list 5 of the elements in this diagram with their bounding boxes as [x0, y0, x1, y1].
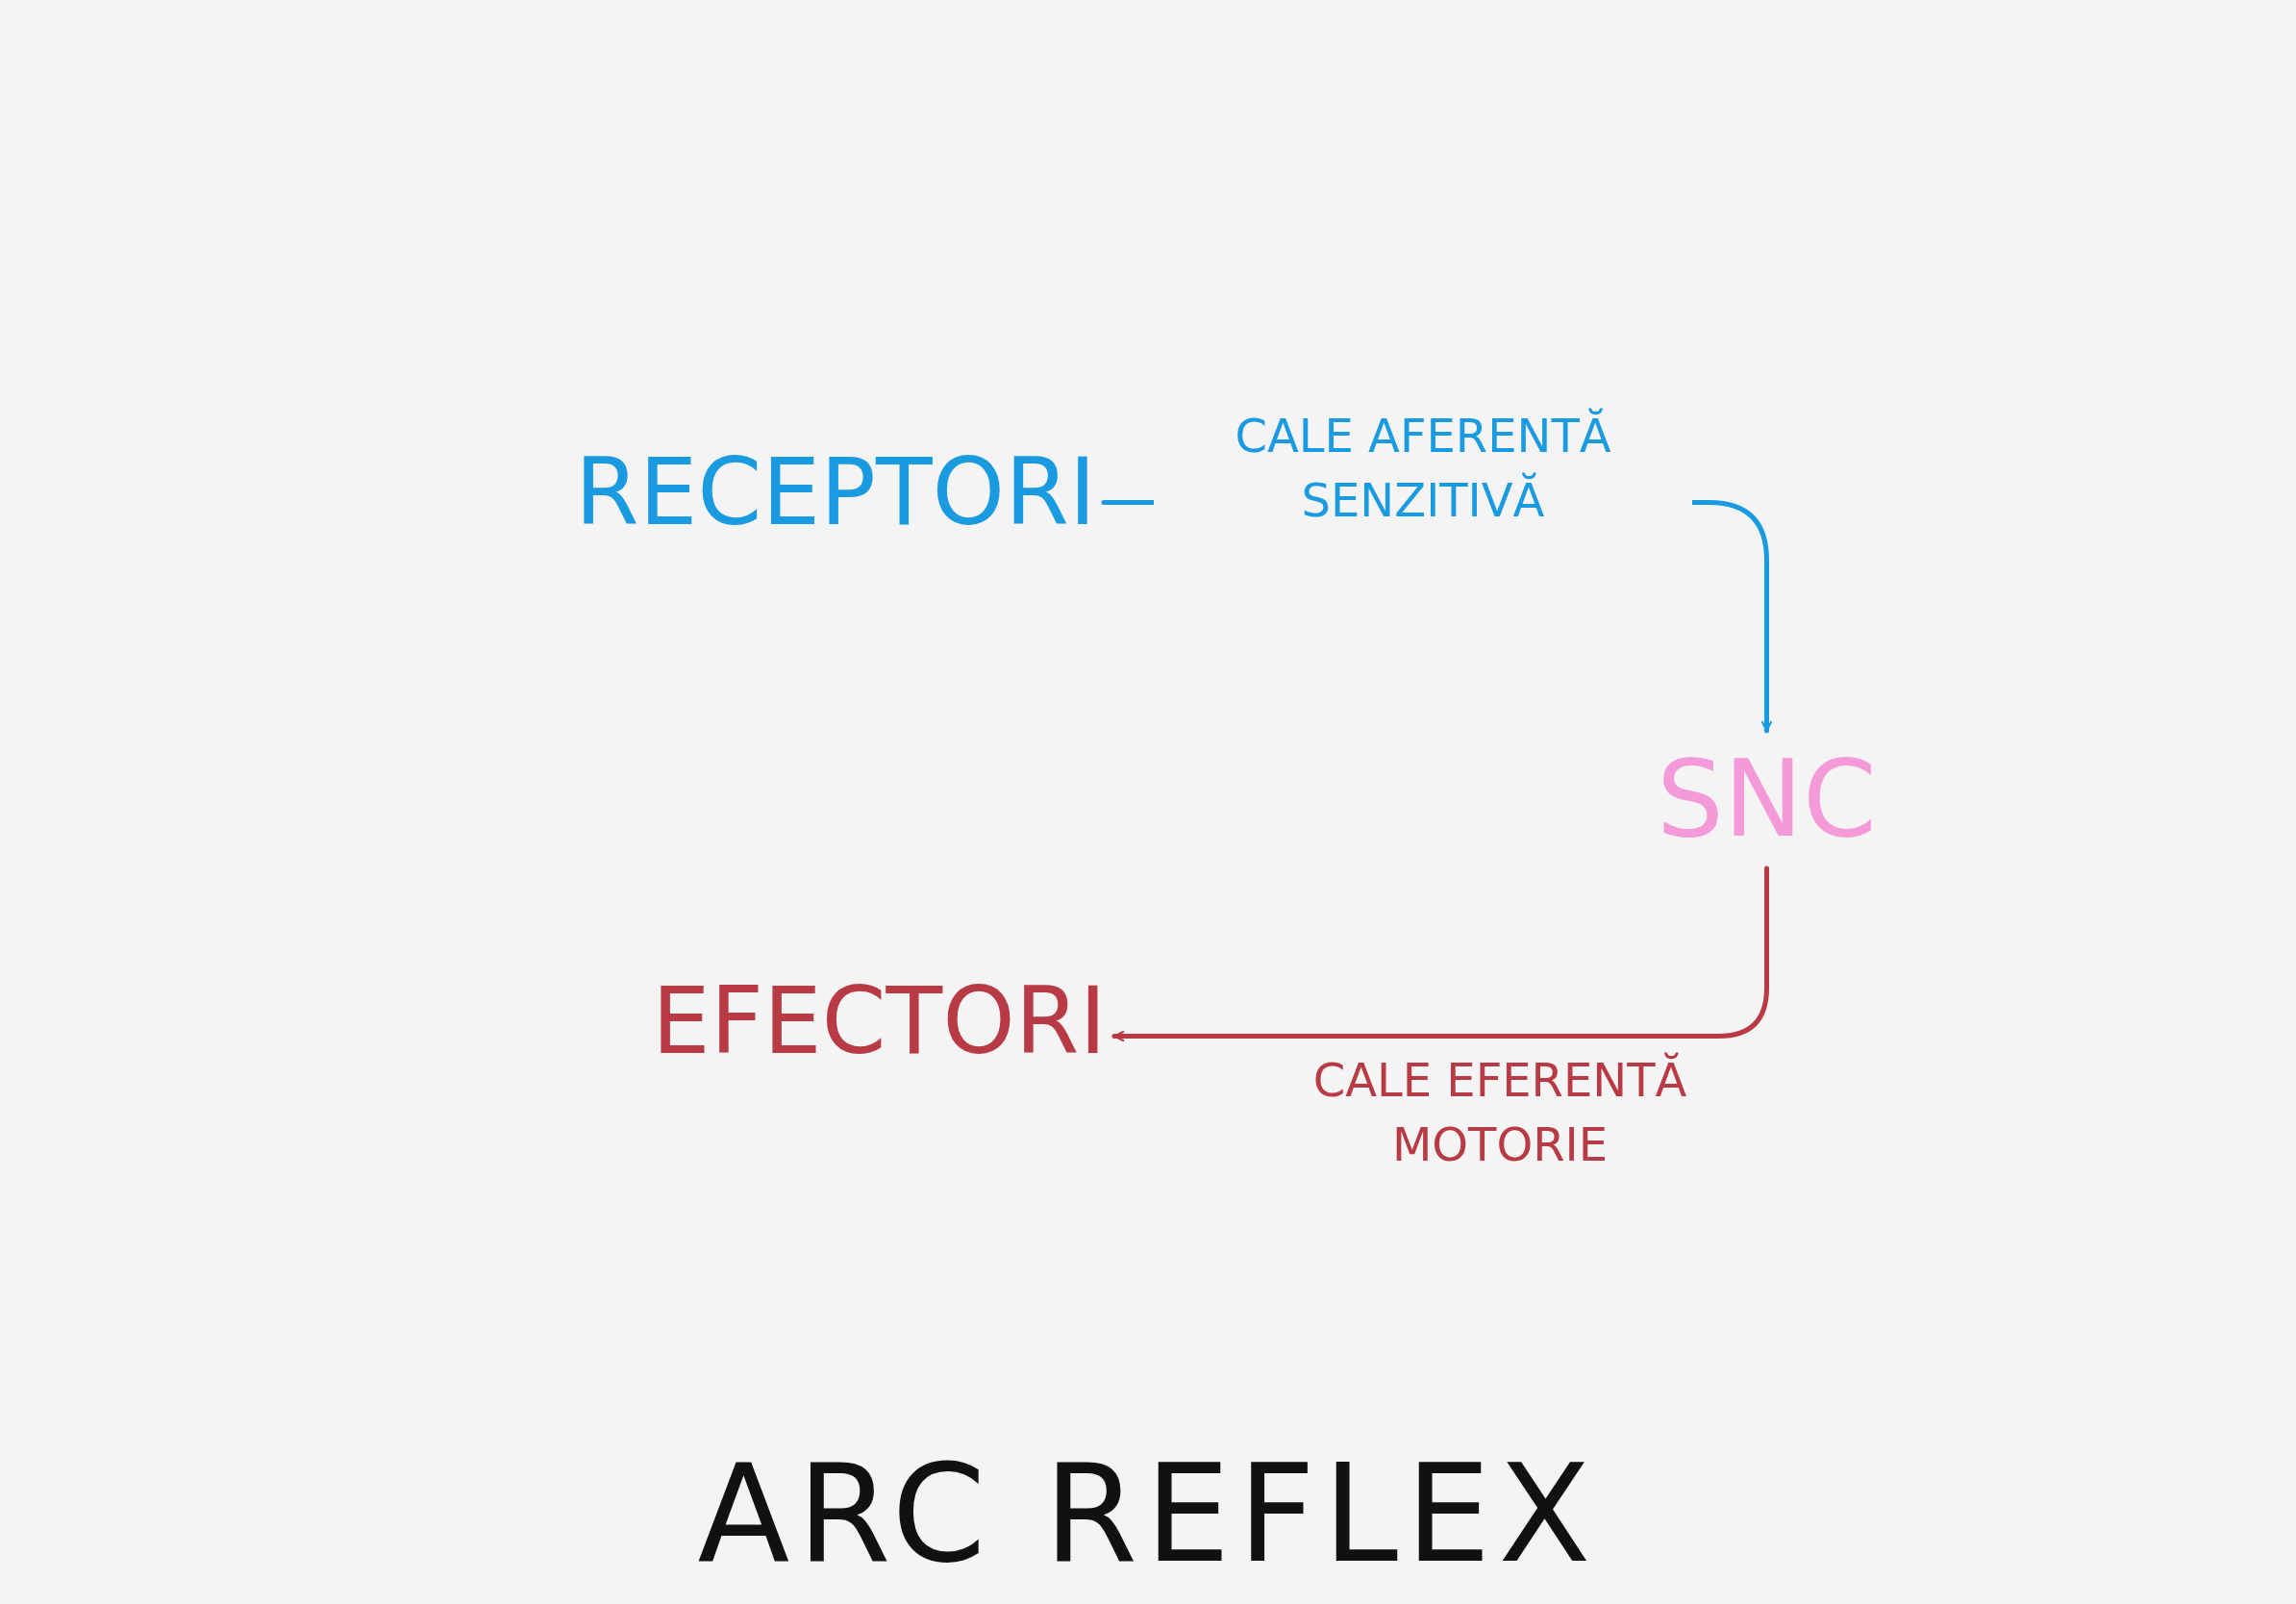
node-label: SNC: [1649, 731, 1884, 868]
arrow: [1111, 865, 1769, 1042]
node-label: RECEPTORI: [567, 433, 1105, 553]
node-label: EFECTORI: [644, 962, 1114, 1082]
title: ARC REFLEX: [696, 1435, 1600, 1594]
